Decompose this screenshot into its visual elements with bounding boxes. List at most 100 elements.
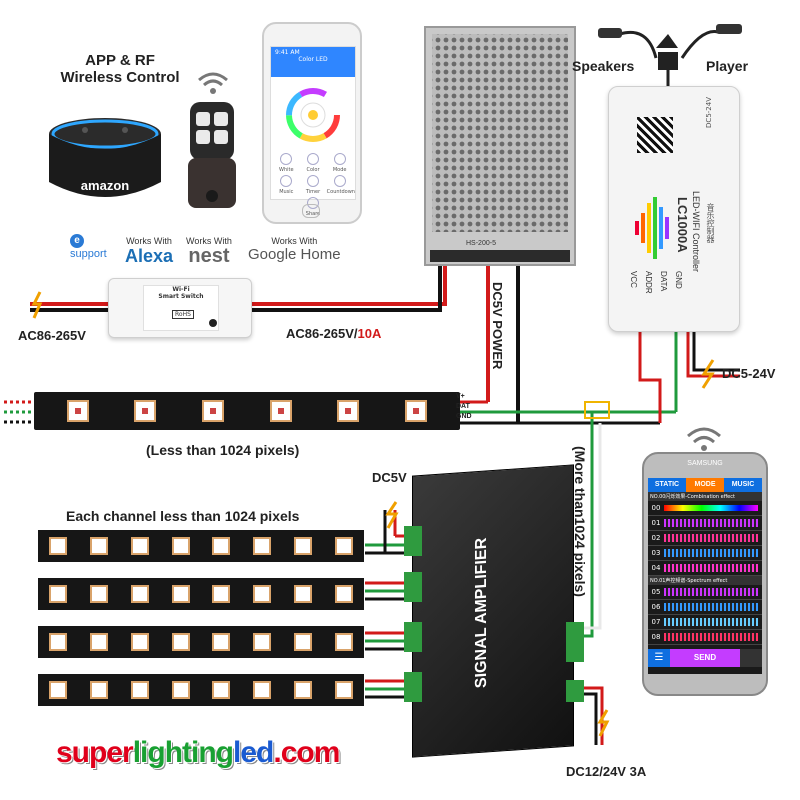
effect-row[interactable]: 04 [648,561,762,576]
samsung-screen: STATIC MODE MUSIC NO.00闪烁效果-Combination … [648,478,762,674]
phone-bottom-bar: ☰ SEND [648,649,762,667]
tab-mode[interactable]: MODE [686,478,724,492]
led-strip-channel-1 [38,530,364,562]
works-with-nest: Works With nest [186,236,232,266]
color-wheel[interactable] [271,77,355,147]
phone-btn-countdown[interactable]: Countdown [326,173,355,195]
qr-code [637,117,673,153]
effect-row[interactable]: 05 [648,585,762,600]
dc5v-power-label: DC5V POWER [490,282,505,370]
phone-top-home-button[interactable] [302,204,320,218]
section-combination: NO.00闪烁效果-Combination effect [648,492,762,501]
phone-top-time: 9:41 AM [275,49,300,56]
led-pixel [405,400,428,422]
led-pixel [293,633,312,651]
volume-icon[interactable] [740,649,762,667]
switch-label-panel: Wi-Fi Smart Switch RoHS [143,285,219,331]
works-with-alexa-prefix: Works With [126,236,172,246]
pin-label-dat: DAT [456,403,470,410]
effect-row-number: 07 [651,618,661,626]
ac-out-red-wire [250,260,447,306]
effect-row[interactable]: 07 [648,615,762,630]
led-pixel [212,537,231,555]
wireless-title-line1: APP & RF [85,52,155,69]
amp-output-terminal-2 [404,572,422,602]
led-pixel [212,585,231,603]
led-pixel [293,681,312,699]
strip-pin-labels: V+ DAT GND [456,392,472,422]
effect-row[interactable]: 00 [648,501,762,516]
phone-btn-share[interactable]: Share [300,195,326,217]
phone-btn-music-label: Music [279,189,294,195]
player-label: Player [706,58,749,74]
amp-output-terminal-3 [404,622,422,652]
phone-btn-color-label: Color [306,167,320,173]
led-pixel [253,537,272,555]
strip-input-dots [4,400,35,424]
sound-wave-icon [635,197,669,259]
tab-static[interactable]: STATIC [648,478,686,492]
led-pixel [130,633,149,651]
amp-dc-black-wire [582,692,598,745]
phone-top-app-title: Color LED [298,56,328,63]
phone-btn-music[interactable]: Music [273,173,299,195]
superlightingled-logo: superlightingled.com [56,736,340,770]
led-pixel [130,537,149,555]
led-pixel [212,681,231,699]
effect-row[interactable]: 06 [648,600,762,615]
phone-top-screen: 9:41 AM Color LED White Color Mode Music… [270,46,356,217]
more-than-1024-label: (More than1024 pixels) [572,446,588,597]
pin-label-gnd: GND [456,413,472,420]
audio-cable [598,24,742,88]
dc5-24v-label: DC5-24V [722,366,776,381]
led-pixel [171,537,190,555]
works-with-google-prefix: Works With [271,236,318,246]
effect-row-number: 00 [651,504,661,512]
led-pixel [90,633,109,651]
phone-btn-white-label: White [279,167,294,173]
effect-row[interactable]: 02 [648,531,762,546]
works-with-google-home: Works With Google Home [248,236,341,263]
effect-row-number: 06 [651,603,661,611]
effect-row-number: 01 [651,519,661,527]
psu-model: HS-200-5 [466,240,496,247]
menu-icon[interactable]: ☰ [648,649,670,667]
led-pixel [337,400,360,422]
channel-wires [365,510,410,699]
bolt-amp-icon [597,709,610,737]
power-supply: HS-200-5 [424,26,576,266]
effect-list-a: 00 01 02 03 04 [648,501,762,576]
samsung-phone: SAMSUNG STATIC MODE MUSIC NO.00闪烁效果-Comb… [642,452,768,696]
effect-row[interactable]: 03 [648,546,762,561]
phone-btn-share-label: Share [305,211,321,217]
ctrl-red-wire [638,330,662,423]
phone-btn-color[interactable]: Color [300,151,326,173]
junction-box [584,401,610,419]
wifi-smart-switch: Wi-Fi Smart Switch RoHS [108,278,252,338]
led-pixel [130,681,149,699]
speakers-label: Speakers [572,58,635,74]
tab-music[interactable]: MUSIC [724,478,762,492]
led-strip-channel-2 [38,578,364,610]
effect-row-number: 05 [651,588,661,596]
bolt-ac-icon [31,291,43,319]
effect-row[interactable]: 01 [648,516,762,531]
controller-subtitle: LED-WIFI Controller [691,191,701,273]
led-strip-main-leds [34,392,460,430]
phone-btn-timer[interactable]: Timer [300,173,326,195]
brand-led: led [233,736,274,769]
amp-output-terminal-4 [404,672,422,702]
wireless-title: APP & RF Wireless Control [60,52,180,86]
effect-row[interactable]: 08 [648,630,762,645]
switch-button[interactable] [209,319,217,327]
phone-btn-mode[interactable]: Mode [327,151,353,173]
send-button[interactable]: SEND [670,649,740,667]
phone-btn-countdown-label: Countdown [326,189,355,195]
phone-btn-white[interactable]: White [273,151,299,173]
ac-out-black-wire [250,260,442,312]
led-strip-main: V+ DAT GND [34,392,472,430]
controller-model: LC1000A [675,197,690,253]
dc12-24v-label: DC12/24V 3A [566,764,647,779]
pin-gnd: GND [674,271,683,289]
